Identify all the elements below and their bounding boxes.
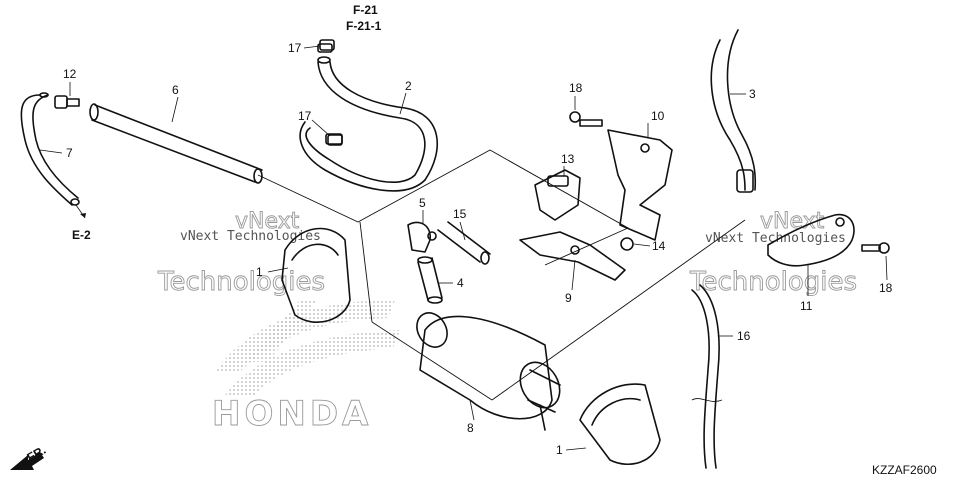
honda-brand-text: HONDA [212,394,372,434]
leader-lines [39,45,888,451]
part-5-elbow [407,221,437,253]
label-part-18-upper[interactable]: 18 [569,81,583,95]
label-part-17-upper[interactable]: 17 [288,41,302,55]
part-2-hose [299,43,438,192]
ref-e2[interactable]: E-2 [72,228,91,242]
part-14-nut [620,237,634,251]
label-part-3[interactable]: 3 [749,87,756,101]
front-arrow-icon [10,452,44,470]
part-16-hose [691,284,723,469]
label-part-5[interactable]: 5 [419,196,426,210]
label-part-11[interactable]: 11 [800,299,813,313]
part-13-solenoid-valve [534,169,581,221]
label-part-9[interactable]: 9 [565,291,572,305]
label-part-15[interactable]: 15 [453,207,467,221]
watermark-line-3: Technologies [157,267,325,297]
part-18-bolt-upper [569,111,603,127]
ref-f211[interactable]: F-21-1 [346,19,382,33]
honda-wing-logo: HONDA [212,300,400,434]
label-part-1-left[interactable]: 1 [256,265,263,279]
label-part-16[interactable]: 16 [737,329,751,343]
watermark-line-4: vNext Technologies [705,231,846,246]
label-part-6[interactable]: 6 [172,83,179,97]
diagram-code: KZZAF2600 [872,463,937,477]
label-part-18-right[interactable]: 18 [879,281,893,295]
part-18-bolt-right [861,242,890,254]
label-part-7[interactable]: 7 [66,146,73,160]
assembly-outline [257,149,746,401]
part-1-band-left [281,227,351,324]
part-17-clamp-lower [327,134,343,146]
label-part-1-right[interactable]: 1 [556,443,563,457]
part-10-bracket [607,129,673,241]
label-part-12[interactable]: 12 [63,67,77,81]
part-12-fitting [54,95,80,109]
part-8-canister [416,312,561,431]
label-part-14[interactable]: 14 [652,239,666,253]
label-part-17-lower[interactable]: 17 [298,109,312,123]
watermark-line-2: vNext [235,209,300,234]
part-11-bracket [767,213,855,267]
e2-arrow-icon [75,204,86,219]
label-part-13[interactable]: 13 [561,152,575,166]
label-part-8[interactable]: 8 [467,421,474,435]
watermark-line-6: Technologies [689,267,857,297]
part-17-clamp-upper [319,39,335,51]
label-part-4[interactable]: 4 [457,276,464,290]
part-4-hose [417,256,443,304]
watermark-line-1: vNext Technologies [180,229,321,244]
part-1-band-right [579,383,661,465]
label-part-2[interactable]: 2 [405,79,412,93]
label-part-10[interactable]: 10 [651,109,665,123]
part-9-plate [519,231,626,281]
part-7-hose [20,92,80,206]
part-6-hose [89,103,263,184]
ref-f21[interactable]: F-21 [353,3,378,17]
part-15-tube [437,221,491,265]
part-3-hose [710,29,757,193]
